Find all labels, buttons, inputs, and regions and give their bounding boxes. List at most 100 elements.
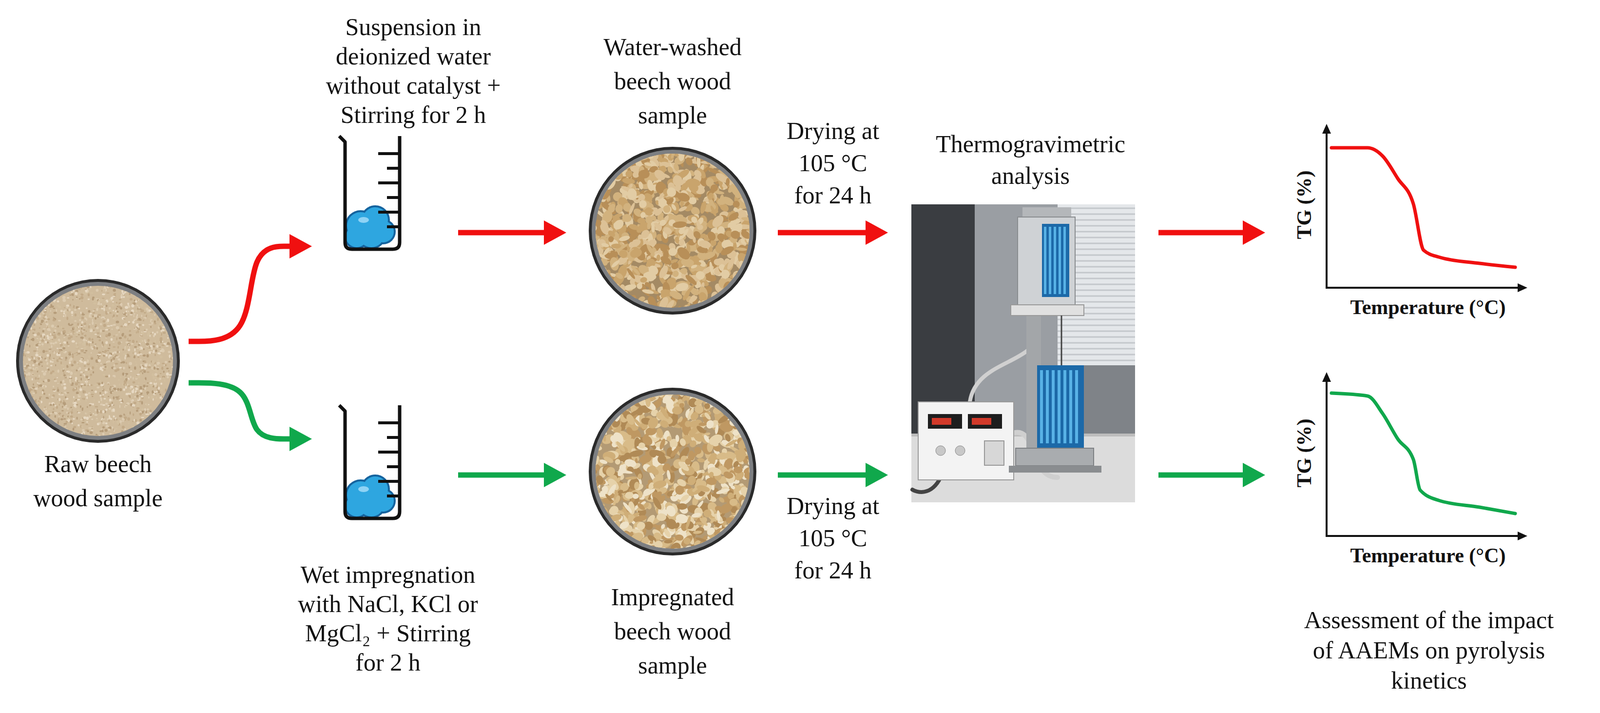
sawdust-grain: [150, 280, 153, 283]
sawdust-grain: [174, 384, 176, 388]
sawdust-grain: [177, 387, 179, 391]
sawdust-grain: [23, 301, 25, 306]
sawdust-grain: [27, 310, 29, 312]
sawdust-grain: [77, 398, 80, 401]
sawdust-grain: [119, 306, 123, 309]
sawdust-grain: [15, 366, 18, 369]
sawdust-grain: [22, 336, 25, 340]
sawdust-grain: [112, 315, 114, 318]
sawdust-grain: [72, 354, 75, 358]
sawdust-grain: [102, 425, 105, 429]
sawdust-grain: [72, 306, 75, 309]
sawdust-grain: [166, 312, 170, 316]
sawdust-grain: [141, 407, 145, 411]
sawdust-grain: [174, 433, 178, 436]
sawdust-grain: [34, 406, 37, 410]
sawdust-grain: [94, 316, 97, 320]
sawdust-grain: [160, 438, 163, 440]
sawdust-grain: [68, 368, 70, 372]
sawdust-grain: [94, 384, 97, 386]
sawdust-grain: [147, 382, 149, 384]
sawdust-grain: [34, 418, 39, 422]
sawdust-grain: [80, 383, 84, 386]
sawdust-grain: [51, 396, 55, 398]
sawdust-grain: [69, 286, 74, 289]
sawdust-grain: [80, 425, 84, 428]
sawdust-grain: [65, 429, 69, 431]
sawdust-grain: [35, 434, 38, 437]
sawdust-grain: [127, 440, 130, 443]
sawdust-grain: [31, 372, 35, 376]
sawdust-grain: [170, 385, 174, 389]
sawdust-grain: [168, 441, 171, 443]
sawdust-grain: [178, 376, 180, 378]
sawdust-grain: [49, 349, 51, 352]
sawdust-grain: [107, 434, 110, 438]
sawdust-grain: [116, 391, 118, 393]
sawdust-grain: [87, 367, 91, 371]
sawdust-grain: [20, 371, 23, 373]
sawdust-grain: [152, 375, 155, 379]
sawdust-grain: [61, 341, 64, 343]
sawdust-grain: [20, 338, 23, 342]
sawdust-grain: [173, 364, 176, 366]
sawdust-grain: [113, 313, 115, 317]
sawdust-grain: [161, 419, 165, 422]
sawdust-grain: [127, 305, 131, 308]
sawdust-grain: [88, 380, 91, 384]
sawdust-grain: [101, 293, 106, 296]
sawdust-grain: [57, 420, 59, 425]
sawdust-grain: [167, 334, 170, 336]
sawdust-grain: [22, 420, 25, 422]
sawdust-grain: [140, 293, 144, 296]
sawdust-grain: [72, 293, 74, 297]
sawdust-grain: [156, 439, 161, 442]
sawdust-grain: [19, 424, 21, 427]
sawdust-grain: [170, 315, 173, 319]
sawdust-grain: [30, 395, 34, 398]
sawdust-grain: [142, 295, 145, 298]
sawdust-grain: [101, 429, 104, 434]
sawdust-grain: [176, 391, 180, 394]
sawdust-grain: [82, 434, 85, 438]
sawdust-grain: [29, 415, 32, 419]
sawdust-grain: [131, 304, 135, 308]
sawdust-grain: [15, 338, 19, 341]
sawdust-grain: [36, 296, 39, 299]
sawdust-grain: [100, 397, 103, 400]
sawdust-grain: [112, 433, 116, 437]
sawdust-grain: [112, 385, 115, 387]
sawdust-grain: [154, 332, 156, 336]
sawdust-grain: [131, 435, 135, 438]
sawdust-grain: [40, 420, 45, 423]
sawdust-grain: [143, 429, 145, 432]
sawdust-grain: [147, 416, 150, 419]
sawdust-grain: [145, 410, 148, 414]
sawdust-grain: [105, 328, 109, 331]
sawdust-grain: [121, 360, 126, 364]
sawdust-grain: [19, 355, 22, 359]
sawdust-grain: [116, 387, 120, 391]
sawdust-grain: [90, 373, 93, 376]
sawdust-grain: [47, 421, 49, 425]
sawdust-grain: [162, 323, 166, 327]
sawdust-grain: [162, 414, 166, 418]
sawdust-grain: [79, 404, 82, 408]
sawdust-grain: [175, 359, 179, 363]
sawdust-grain: [28, 284, 31, 288]
sawdust-grain: [24, 354, 27, 357]
sawdust-grain: [22, 319, 24, 323]
sawdust-grain: [132, 339, 135, 344]
sawdust-grain: [61, 409, 64, 412]
sawdust-grain: [52, 377, 55, 379]
sawdust-grain: [70, 366, 74, 370]
sawdust-grain: [84, 349, 88, 352]
sawdust-grain: [170, 292, 174, 294]
sawdust-grain: [125, 385, 127, 389]
sawdust-grain: [80, 330, 82, 334]
sawdust-grain: [150, 430, 152, 434]
sawdust-grain: [170, 328, 174, 330]
sawdust-grain: [155, 416, 158, 418]
sawdust-grain: [64, 440, 68, 442]
sawdust-grain: [172, 303, 174, 307]
